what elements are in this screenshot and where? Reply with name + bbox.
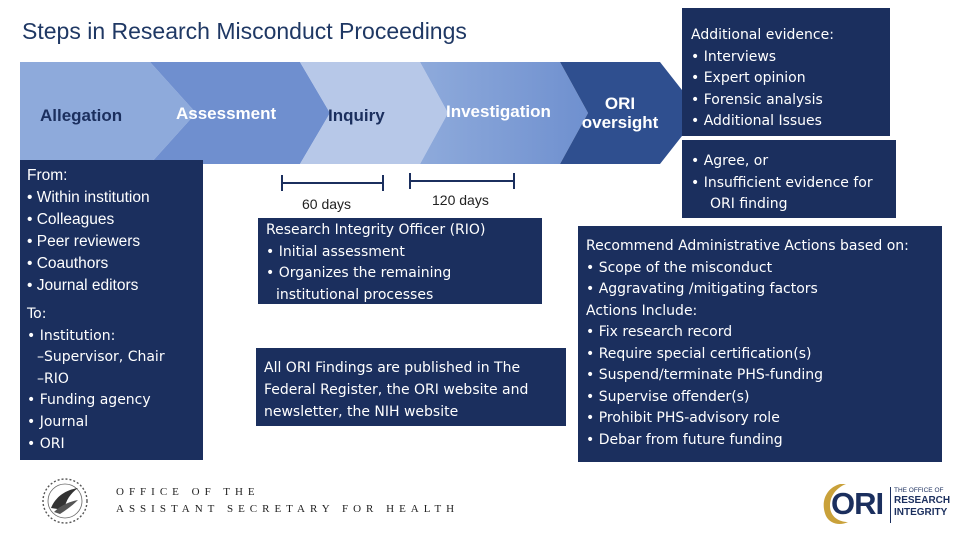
agree-line: ORI finding xyxy=(710,196,788,212)
assessment-arrow xyxy=(150,62,330,164)
step-allegation: Allegation xyxy=(40,106,123,125)
days-60-label: 60 days xyxy=(302,196,352,212)
to-item: –Supervisor, Chair xyxy=(37,349,165,366)
from-heading: From: xyxy=(27,167,68,184)
publication-line: All ORI Findings are published in The xyxy=(264,360,521,376)
from-to-box: From: • Within institution • Colleagues … xyxy=(20,160,203,460)
rio-line: • Initial assessment xyxy=(266,243,405,260)
actions-line: • Suspend/terminate PHS-funding xyxy=(586,367,824,383)
to-heading: To: xyxy=(27,306,47,322)
additional-line: • Interviews xyxy=(691,48,777,65)
step-assessment: Assessment xyxy=(176,104,277,123)
rio-line: Research Integrity Officer (RIO) xyxy=(266,222,486,238)
publication-line: Federal Register, the ORI website and xyxy=(264,381,529,398)
agree-line: • Insufficient evidence for xyxy=(691,174,873,191)
actions-line: • Supervise offender(s) xyxy=(586,388,750,405)
ori-logo: ORI THE OFFICE OF RESEARCH INTEGRITY xyxy=(818,480,950,528)
footer-line2: ASSISTANT SECRETARY FOR HEALTH xyxy=(116,503,460,515)
from-item: • Within institution xyxy=(27,189,150,206)
from-section: From: • Within institution • Colleagues … xyxy=(27,165,150,297)
rio-line: • Organizes the remaining xyxy=(266,265,452,282)
actions-box: Recommend Administrative Actions based o… xyxy=(578,226,942,462)
publication-line: newsletter, the NIH website xyxy=(264,403,459,420)
to-item: –RIO xyxy=(37,370,69,387)
to-item: • Institution: xyxy=(27,327,116,344)
page-title: Steps in Research Misconduct Proceedings xyxy=(22,18,467,44)
process-arrows xyxy=(20,62,700,164)
inquiry-arrow xyxy=(300,62,448,164)
allegation-arrow xyxy=(20,62,196,164)
hhs-seal-icon xyxy=(42,478,88,524)
agree-line: • Agree, or xyxy=(691,153,769,169)
actions-line: • Debar from future funding xyxy=(586,431,783,448)
from-item: • Coauthors xyxy=(27,255,109,272)
actions-line: Actions Include: xyxy=(586,302,698,319)
step-inquiry: Inquiry xyxy=(328,106,385,125)
actions-line: • Fix research record xyxy=(586,324,733,340)
step-investigation: Investigation xyxy=(446,102,551,121)
step-ori-oversight: ORI oversight xyxy=(578,94,662,132)
ori-logo-line1: THE OFFICE OF xyxy=(894,487,944,494)
timeline-brackets xyxy=(281,173,515,191)
agree-box: • Agree, or • Insufficient evidence for … xyxy=(682,140,896,218)
additional-line: Additional evidence: xyxy=(691,27,834,43)
ori-oversight-line2: oversight xyxy=(581,113,659,132)
ori-logo-mark: ORI xyxy=(831,486,884,521)
from-item: • Peer reviewers xyxy=(27,233,141,250)
actions-line: Recommend Administrative Actions based o… xyxy=(586,238,909,254)
actions-line: • Scope of the misconduct xyxy=(586,259,773,276)
footer-line1: OFFICE OF THE xyxy=(116,486,260,498)
to-item: • ORI xyxy=(27,435,65,452)
days-120-label: 120 days xyxy=(432,192,489,208)
to-item: • Funding agency xyxy=(27,392,151,409)
additional-line: • Expert opinion xyxy=(691,70,806,86)
actions-line: • Aggravating /mitigating factors xyxy=(586,281,818,297)
ori-oversight-arrow xyxy=(560,62,700,164)
to-item: • Journal xyxy=(27,413,89,430)
additional-evidence-box: Additional evidence: • Interviews • Expe… xyxy=(682,8,890,136)
ori-oversight-line1: ORI xyxy=(604,94,636,113)
investigation-arrow xyxy=(420,62,588,164)
actions-line: • Prohibit PHS-advisory role xyxy=(586,410,780,426)
from-item: • Colleagues xyxy=(27,211,115,228)
ori-logo-swoosh-icon xyxy=(823,484,848,524)
additional-line: • Additional Issues xyxy=(691,113,822,129)
rio-box: Research Integrity Officer (RIO) • Initi… xyxy=(258,218,542,304)
ori-logo-text: THE OFFICE OF RESEARCH INTEGRITY xyxy=(890,487,950,523)
rio-line: institutional processes xyxy=(276,286,434,303)
ori-logo-line3: INTEGRITY xyxy=(894,507,948,518)
publication-box: All ORI Findings are published in The Fe… xyxy=(256,348,566,426)
from-item: • Journal editors xyxy=(27,277,139,294)
ori-logo-line2: RESEARCH xyxy=(894,495,951,506)
additional-line: • Forensic analysis xyxy=(691,91,823,108)
actions-line: • Require special certification(s) xyxy=(586,345,812,362)
to-section: To: • Institution: –Supervisor, Chair –R… xyxy=(27,304,165,455)
